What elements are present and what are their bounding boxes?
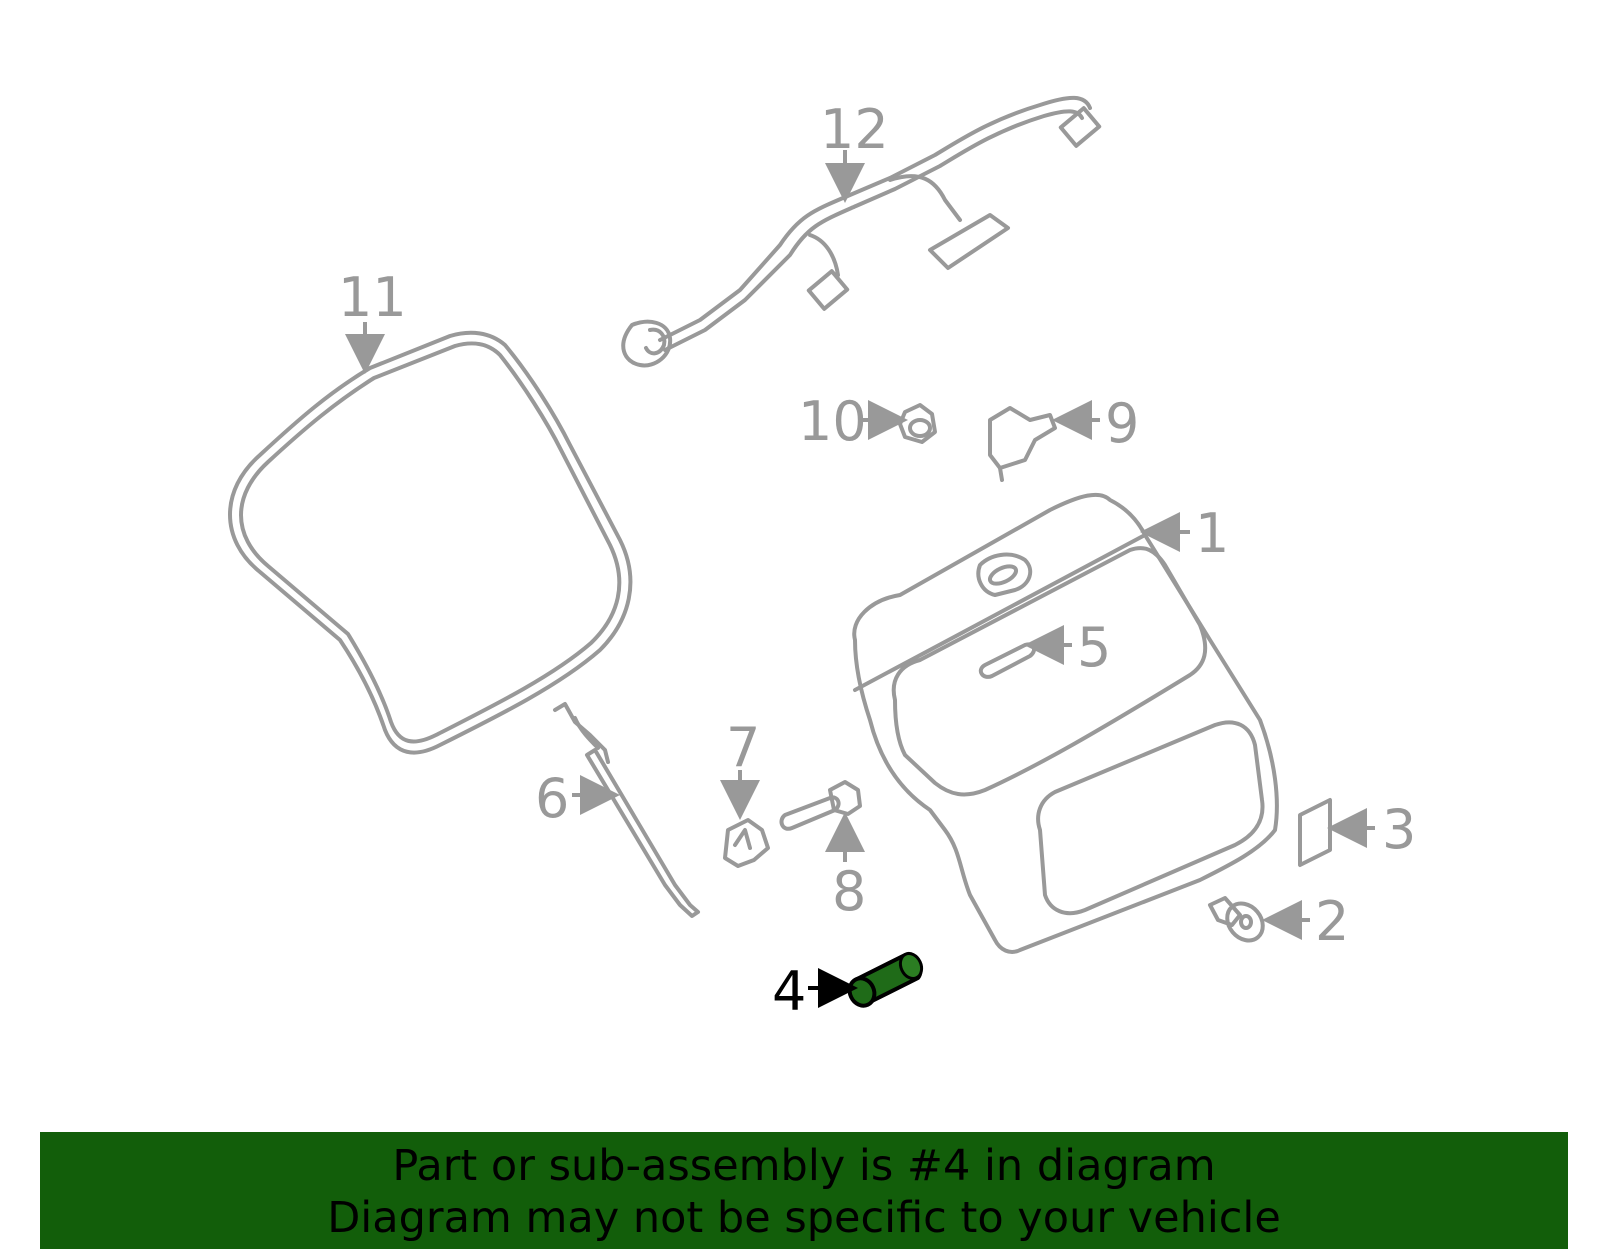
callout-arrows [345,150,1375,1008]
callout-12: 12 [820,98,889,161]
callout-2: 2 [1315,890,1349,953]
part-12-wiring-harness [621,95,1102,368]
part-1-liftgate [852,492,1279,954]
part-4-highlighted [847,951,924,1008]
info-banner: Part or sub-assembly is #4 in diagram Di… [40,1132,1568,1249]
callout-11: 11 [338,266,407,329]
callout-7: 7 [726,716,760,779]
part-10-nut [898,403,937,444]
callout-8: 8 [832,860,866,923]
part-8-bolt [779,780,862,831]
part-11-weatherstrip [228,330,633,755]
banner-line-1: Part or sub-assembly is #4 in diagram [392,1141,1216,1191]
banner-line-2: Diagram may not be specific to your vehi… [327,1193,1281,1243]
part-2-clip [1208,896,1265,943]
callout-9: 9 [1105,392,1139,455]
part-5-emblem [978,642,1037,679]
part-9-bracket [988,406,1057,482]
callout-1: 1 [1195,502,1229,565]
part-7-bumper [723,818,770,868]
part-3-label [1298,798,1332,867]
callout-5: 5 [1077,616,1111,679]
callout-3: 3 [1382,798,1416,861]
callout-10: 10 [798,390,867,453]
callout-6: 6 [535,767,569,830]
part-6-lift-support [553,702,700,918]
callout-4: 4 [772,960,806,1023]
callout-labels: 11 12 10 9 1 5 6 7 8 3 2 4 [338,98,1416,1023]
